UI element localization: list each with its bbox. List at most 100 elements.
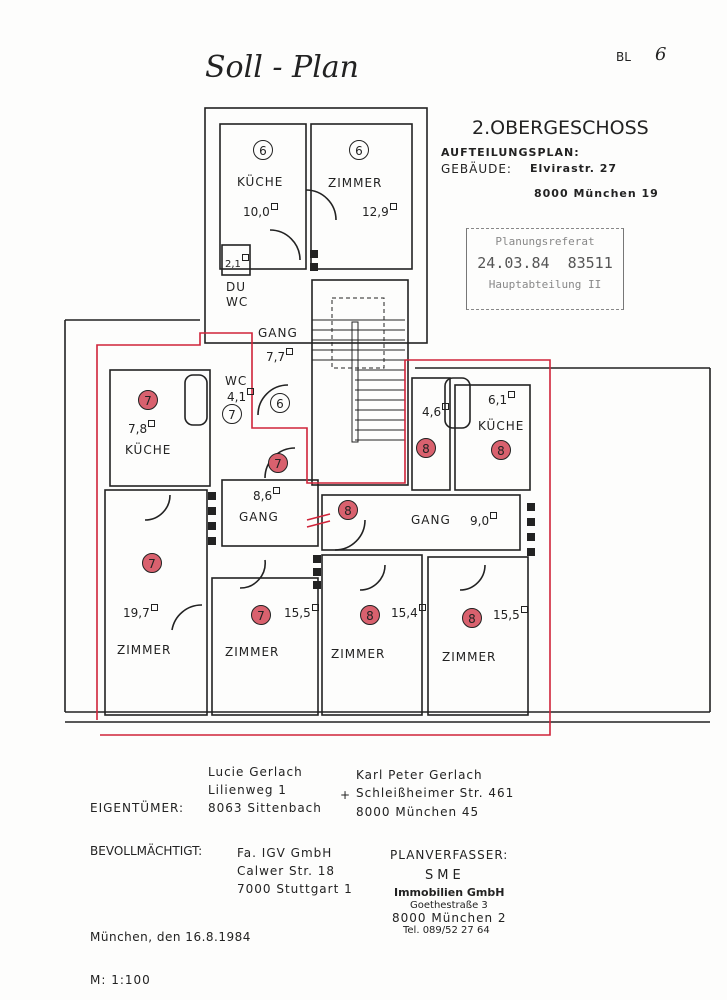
room-name: ZIMMER [117,643,172,657]
room-name: KÜCHE [125,443,172,457]
room-zimmer-15-5-a [211,577,319,716]
door-arc [334,519,366,551]
room-kitchen-7 [109,369,211,487]
room-area: 19,7 [123,604,158,620]
door-arc [305,189,337,221]
planner-company: Immobilien GmbH [394,886,505,899]
bathtub-7 [184,374,208,426]
staircase [311,279,409,486]
room-zimmer-15-4 [321,554,423,716]
room-area: 9,0 [470,512,497,528]
building-street: Elvirastr. 27 [530,162,618,175]
room-name: DU WC [226,280,249,309]
room-area: 15,5 [493,606,528,622]
stamp-date: 24.03.84 [477,254,550,272]
unit-marker: 8 [416,438,436,458]
door-arc [359,564,386,591]
building-city: 8000 München 19 [534,187,659,200]
room-2-1 [221,244,251,276]
room-bath-4-6 [411,377,451,491]
stamp-number: 83511 [567,254,613,272]
door-arc [239,559,266,589]
room-gang-8-6 [221,479,319,547]
room-area: 4,6 [422,403,449,419]
unit-marker: 6 [349,140,369,160]
unit-marker: 8 [462,608,482,628]
room-zimmer-19-7 [104,489,208,716]
planner-city: 8000 München 2 [392,911,507,925]
planner-phone: Tel. 089/52 27 64 [403,925,490,936]
room-zimmer-15-5-b [427,556,529,716]
signature-date: München, den 16.8.1984 [90,930,251,944]
room-zimmer-6 [310,123,413,270]
room-area: 6,1 [488,391,515,407]
room-area: 7,8 [128,420,155,436]
stairs [312,297,405,443]
authorized-line: 7000 Stuttgart 1 [237,882,353,896]
door-arc [269,229,301,261]
planner-name: SME [425,868,465,883]
planner-street: Goethestraße 3 [410,900,488,911]
owner1-street: Lilienweg 1 [208,783,287,797]
sheet-label: BL [616,50,631,64]
room-area: 12,9 [362,203,397,219]
scale: M: 1:100 [90,973,151,987]
plan-title: Soll - Plan [205,50,359,85]
unit-marker: 7 [268,453,288,473]
owner2-name: Karl Peter Gerlach [356,768,483,782]
top-wing-outer-wall [204,107,428,344]
door-arc [257,384,289,416]
unit-marker: 8 [491,440,511,460]
approval-stamp: Planungsreferat 24.03.84 83511 Hauptabte… [466,228,624,310]
sheet-number: 6 [655,44,667,65]
room-area: 8,6 [253,487,280,503]
room-name: KÜCHE [237,175,284,189]
room-name: ZIMMER [328,176,383,190]
room-area: 2,1 [225,254,249,270]
plus-mark: + [340,788,351,802]
owner1-city: 8063 Sittenbach [208,801,322,815]
unit-marker: 6 [253,140,273,160]
door-arc [459,564,486,591]
room-area: 4,1 [227,388,254,404]
stamp-office: Planungsreferat [495,235,595,248]
unit-marker: 7 [142,553,162,573]
plan-type: AUFTEILUNGSPLAN: [441,146,580,159]
owner2-street: Schleißheimer Str. 461 [356,786,515,800]
door-arc [171,604,203,631]
unit-marker: 7 [222,404,242,424]
authorized-label: BEVOLLMÄCHTIGT: [90,844,203,858]
ventilation-shafts [208,250,535,589]
room-name: KÜCHE [478,419,525,433]
authorized-line: Fa. IGV GmbH [237,846,333,860]
unit-marker: 7 [138,390,158,410]
room-name: GANG [239,510,279,524]
authorized-line: Calwer Str. 18 [237,864,336,878]
floor-title: 2.OBERGESCHOSS [472,117,649,139]
room-name: WC [225,374,248,388]
room-kitchen-6 [219,123,307,270]
unit-marker: 8 [360,605,380,625]
room-area: 10,0 [243,203,278,219]
door-arc [144,494,171,521]
room-name: ZIMMER [225,645,280,659]
building-label: GEBÄUDE: [441,162,512,176]
room-name: ZIMMER [442,650,497,664]
stamp-department: Hauptabteilung II [488,278,602,291]
unit-marker: 6 [270,393,290,413]
red-unit-outline [96,332,551,736]
owner2-city: 8000 München 45 [356,805,480,819]
room-name: GANG [411,513,451,527]
owners-label: EIGENTÜMER: [90,801,185,815]
room-area: 15,5 [284,604,319,620]
room-kitchen-8 [454,384,531,491]
unit-marker: 7 [251,605,271,625]
owner1-name: Lucie Gerlach [208,765,303,779]
room-area: 7,7 [266,348,293,364]
room-area: 15,4 [391,604,426,620]
unit-marker: 8 [338,500,358,520]
room-name: GANG [258,326,298,340]
planner-label: PLANVERFASSER: [390,848,509,862]
